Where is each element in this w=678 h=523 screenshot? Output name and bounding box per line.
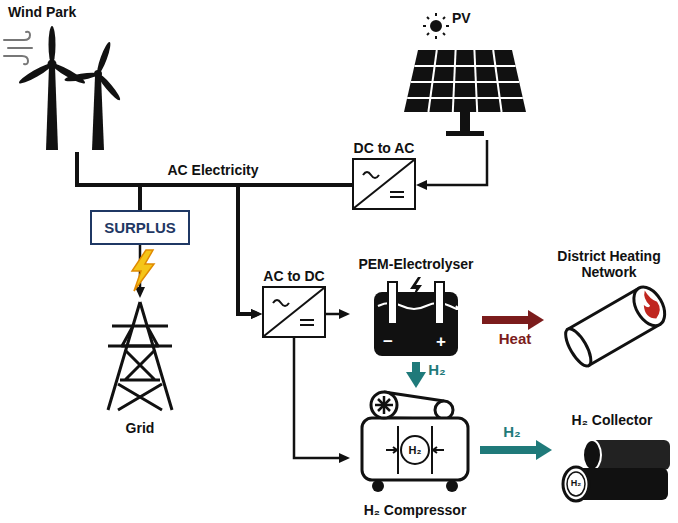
converter-square [352, 158, 416, 210]
converter-square [262, 286, 326, 338]
power-line [427, 140, 487, 185]
node-label: H₂ Compressor [364, 502, 467, 518]
power-line [326, 313, 339, 316]
lightning-bolt [132, 250, 154, 291]
surplus-box: SURPLUS [90, 210, 190, 245]
compressor-icon [362, 392, 468, 492]
pem-electrolyser: PEM-Electrolyser [350, 256, 482, 362]
ac-wave [363, 172, 379, 178]
collector-icon [563, 440, 670, 501]
power-line [77, 152, 140, 210]
h2-collector: H₂ Collector [552, 412, 672, 504]
converter-diagonal [264, 288, 324, 336]
h2-mark: H₂ [403, 444, 427, 456]
flow-arrow [412, 362, 420, 372]
converter-symbol [354, 160, 414, 208]
dc-ac-converter: DC to AC [352, 140, 416, 210]
wind-turbines [17, 26, 122, 150]
flow-arrow [482, 316, 528, 324]
polarity-minus: − [380, 333, 396, 352]
node-label: H₂ Collector [572, 412, 653, 428]
h2-mark: H₂ [565, 479, 587, 489]
wind-park: Wind Park [8, 4, 133, 152]
electrolyser-icon [374, 277, 458, 356]
node-label: Wind Park [8, 4, 76, 20]
ac-dc-converter: AC to DC [262, 268, 326, 338]
sun-icon [423, 13, 449, 39]
dc-lines [390, 192, 404, 197]
converter-symbol [264, 288, 324, 336]
edge-label: Heat [493, 331, 537, 348]
wind-lines [4, 32, 32, 64]
node-label: PEM-Electrolyser [358, 256, 473, 272]
node-label: PV [452, 10, 471, 26]
edge-label: H₂ [500, 424, 524, 441]
polarity-plus: + [433, 333, 449, 352]
grid-tower: Grid [95, 298, 185, 436]
node-label: AC to DC [263, 268, 324, 284]
ac-wave [273, 300, 289, 306]
grid-tower [108, 302, 172, 410]
flow-arrow [480, 446, 536, 454]
pv-array: PV [405, 10, 530, 140]
district-heating: District Heating Network [544, 248, 674, 370]
node-label: SURPLUS [104, 219, 176, 236]
node-label: Grid [126, 420, 155, 436]
power-line [294, 338, 339, 458]
pv-panel [404, 50, 526, 136]
converter-diagonal [354, 160, 414, 208]
heating-pipe-icon [561, 282, 671, 370]
node-label: District Heating Network [544, 248, 674, 280]
edge-label: H₂ [425, 362, 449, 379]
power-line [140, 185, 352, 210]
node-label: DC to AC [354, 140, 415, 156]
bus-label: AC Electricity [158, 163, 268, 178]
dc-lines [300, 320, 314, 325]
